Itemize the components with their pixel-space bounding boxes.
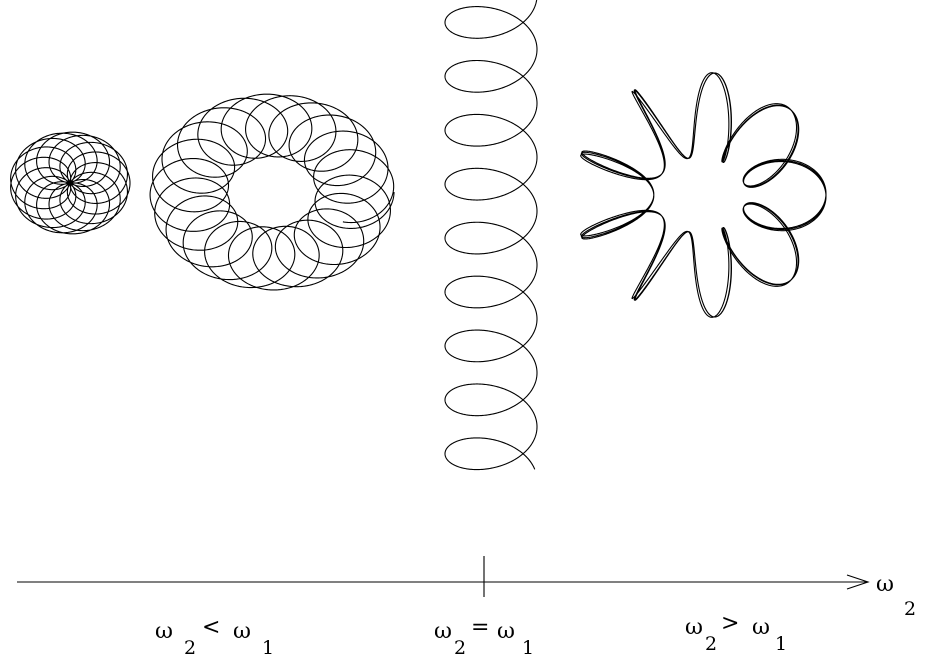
lhs-omega: ω [434, 619, 452, 644]
torus-curve [149, 93, 395, 291]
lhs-omega: ω [155, 619, 173, 644]
operator-greater-than: > [721, 611, 739, 636]
torus-trajectory [149, 93, 395, 291]
region-label-greater: ω 2 > ω 1 [685, 611, 787, 655]
axis-omega-label: ω [876, 572, 894, 597]
small-rosette-curve [10, 131, 131, 235]
axis-omega-subscript: 2 [904, 598, 916, 620]
lhs-subscript: 2 [705, 633, 717, 655]
rhs-subscript: 1 [262, 637, 274, 659]
rhs-subscript: 1 [775, 633, 787, 655]
looped-ring-curve [580, 72, 827, 318]
helix-curve [444, 0, 538, 471]
rhs-omega: ω [497, 619, 515, 644]
operator-equals: = [471, 615, 489, 640]
region-label-less: ω 2 < ω 1 [155, 615, 274, 659]
lhs-subscript: 2 [184, 637, 196, 659]
vertical-helix-trajectory [444, 0, 538, 471]
operator-less-than: < [202, 615, 220, 640]
rhs-subscript: 1 [522, 637, 534, 659]
small-rosette-trajectory [10, 131, 131, 235]
looped-ring-trajectory [580, 72, 827, 318]
frequency-axis: ω 2 [17, 556, 916, 620]
rhs-omega: ω [233, 619, 251, 644]
axis-arrowhead [846, 574, 870, 590]
lhs-omega: ω [685, 615, 703, 640]
lhs-subscript: 2 [454, 637, 466, 659]
rhs-omega: ω [752, 615, 770, 640]
region-label-equal: ω 2 = ω 1 [434, 615, 534, 659]
